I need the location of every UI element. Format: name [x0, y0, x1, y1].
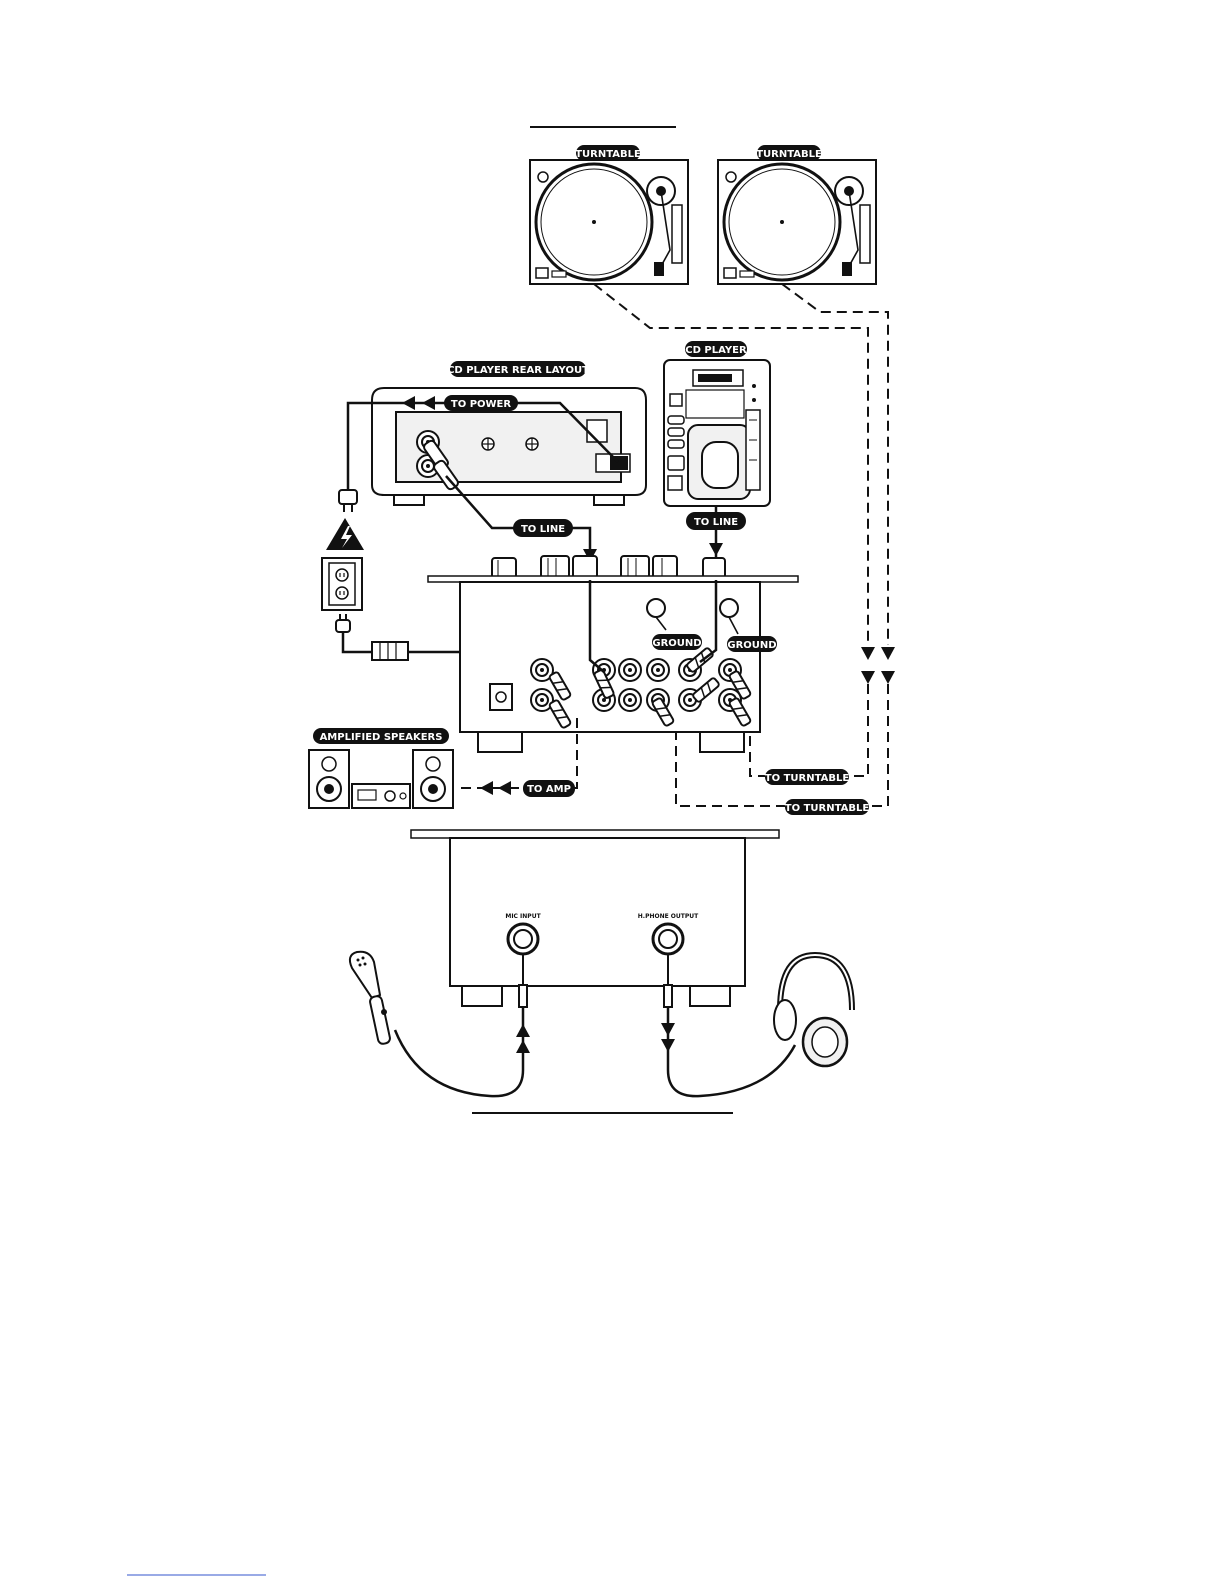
speaker-icon	[309, 750, 349, 808]
mic-input-label: MIC INPUT	[505, 913, 541, 920]
turntable-left-label: TURNTABLE	[575, 149, 641, 160]
outlet-icon	[322, 558, 362, 610]
turntable-icon	[718, 160, 876, 284]
power-plug-icon	[336, 614, 350, 632]
amplifier-icon	[352, 784, 410, 808]
to-turntable-1-label: TO TURNTABLE	[765, 773, 850, 784]
speaker-icon	[413, 750, 453, 808]
ground-left-label: GROUND	[652, 638, 701, 649]
turntable-right-label: TURNTABLE	[756, 149, 822, 160]
hphone-output-label: H.PHONE OUTPUT	[638, 913, 699, 920]
microphone-icon	[350, 952, 391, 1045]
to-turntable-cable-1	[750, 684, 868, 776]
power-adapter-icon	[372, 642, 408, 660]
cd-player-label: CD PLAYER	[685, 345, 747, 356]
to-power-label: TO POWER	[451, 399, 511, 410]
mic-cable	[395, 1007, 523, 1096]
adapter-cable-a	[343, 632, 372, 652]
to-line-left-label: TO LINE	[521, 524, 565, 535]
to-turntable-2-label: TO TURNTABLE	[785, 803, 870, 814]
mixer-rear-icon	[428, 556, 798, 752]
warning-icon	[326, 518, 364, 550]
amplified-speakers-label: AMPLIFIED SPEAKERS	[320, 732, 443, 743]
turntable-cable-right	[782, 284, 888, 645]
to-amp-label: TO AMP	[527, 784, 571, 795]
cd-player-rear-layout-label: CD PLAYER REAR LAYOUT	[447, 365, 589, 376]
turntable-icon	[530, 160, 688, 284]
mixer-front-icon	[411, 830, 779, 1006]
cd-player-icon	[664, 360, 770, 506]
headphones-icon	[774, 955, 852, 1066]
ground-right-label: GROUND	[727, 640, 776, 651]
to-line-right-label: TO LINE	[694, 517, 738, 528]
power-plug-icon	[339, 490, 357, 512]
